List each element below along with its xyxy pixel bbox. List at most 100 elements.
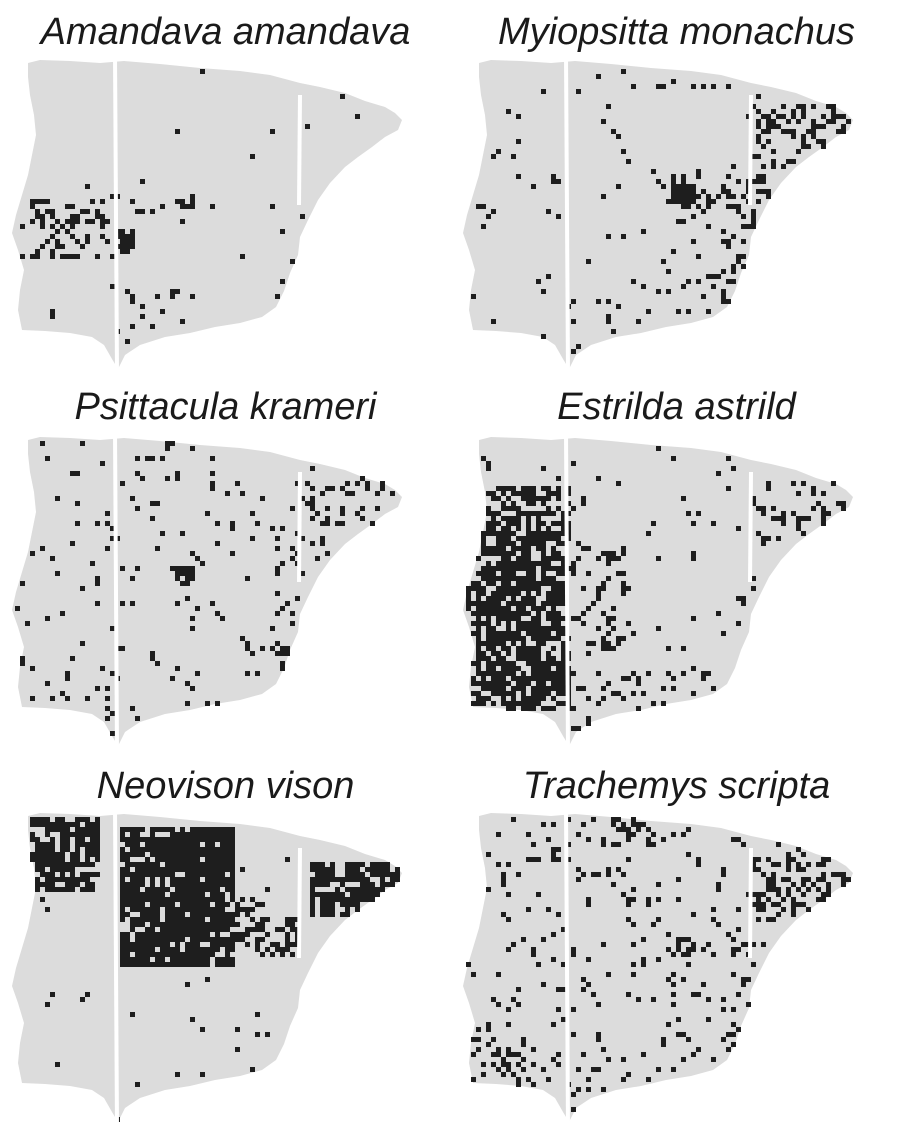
presence-cell <box>140 862 145 867</box>
presence-cell <box>541 601 546 606</box>
presence-cell <box>65 862 70 867</box>
presence-cell <box>325 486 330 491</box>
presence-cell <box>556 847 561 852</box>
presence-cells-psittacula <box>15 441 395 736</box>
presence-cell <box>185 832 190 837</box>
presence-cell <box>476 621 481 626</box>
presence-cell <box>581 621 586 626</box>
presence-cell <box>360 897 365 902</box>
presence-cell <box>631 942 636 947</box>
presence-cell <box>360 872 365 877</box>
presence-cell <box>491 526 496 531</box>
presence-cell <box>170 957 175 962</box>
presence-cell <box>661 701 666 706</box>
presence-cell <box>120 907 125 912</box>
presence-cell <box>190 877 195 882</box>
presence-cell <box>280 927 285 932</box>
presence-cell <box>300 496 305 501</box>
presence-cell <box>95 581 100 586</box>
presence-cell <box>476 601 481 606</box>
presence-cell <box>491 1037 496 1042</box>
presence-cell <box>230 827 235 832</box>
presence-cell <box>796 526 801 531</box>
presence-cell <box>125 887 130 892</box>
presence-cell <box>135 952 140 957</box>
presence-cell <box>310 902 315 907</box>
presence-cell <box>145 927 150 932</box>
presence-cell <box>55 1062 60 1067</box>
presence-cell <box>546 907 551 912</box>
presence-cell <box>35 877 40 882</box>
presence-cell <box>711 521 716 526</box>
presence-cell <box>75 862 80 867</box>
presence-cell <box>210 204 215 209</box>
presence-cell <box>85 832 90 837</box>
presence-cell <box>270 646 275 651</box>
presence-cell <box>230 526 235 531</box>
presence-cell <box>761 541 766 546</box>
presence-cell <box>516 114 521 119</box>
presence-cell <box>130 199 135 204</box>
presence-cell <box>586 641 591 646</box>
presence-cell <box>240 937 245 942</box>
presence-cell <box>686 947 691 952</box>
presence-cell <box>330 862 335 867</box>
presence-cell <box>621 586 626 591</box>
presence-cell <box>185 872 190 877</box>
presence-cell <box>561 641 566 646</box>
presence-cell <box>621 892 626 897</box>
presence-cell <box>175 666 180 671</box>
presence-cell <box>546 511 551 516</box>
presence-cell <box>501 872 506 877</box>
presence-cell <box>486 601 491 606</box>
presence-cell <box>661 84 666 89</box>
presence-cell <box>606 872 611 877</box>
presence-cell <box>801 877 806 882</box>
presence-cell <box>561 586 566 591</box>
presence-cell <box>230 862 235 867</box>
presence-cell <box>506 626 511 631</box>
presence-cell <box>170 872 175 877</box>
presence-cell <box>70 857 75 862</box>
presence-cell <box>556 486 561 491</box>
presence-cell <box>521 621 526 626</box>
presence-cell <box>120 847 125 852</box>
presence-cell <box>150 324 155 329</box>
panel-title-psittacula: Psittacula krameri <box>74 386 377 428</box>
presence-cell <box>85 852 90 857</box>
presence-cell <box>210 922 215 927</box>
presence-cell <box>65 696 70 701</box>
presence-cell <box>736 204 741 209</box>
presence-cell <box>120 912 125 917</box>
presence-cell <box>536 496 541 501</box>
presence-cell <box>501 546 506 551</box>
presence-cell <box>215 942 220 947</box>
presence-cell <box>786 119 791 124</box>
presence-cell <box>781 511 786 516</box>
presence-cell <box>516 591 521 596</box>
presence-cell <box>75 837 80 842</box>
presence-cell <box>195 947 200 952</box>
presence-cell <box>491 521 496 526</box>
presence-cell <box>491 319 496 324</box>
presence-cell <box>476 616 481 621</box>
presence-cell <box>516 1002 521 1007</box>
presence-cell <box>546 636 551 641</box>
presence-cell <box>255 942 260 947</box>
presence-cell <box>666 947 671 952</box>
presence-cell <box>180 932 185 937</box>
presence-cell <box>240 491 245 496</box>
presence-cell <box>551 646 556 651</box>
presence-cell <box>806 907 811 912</box>
presence-cell <box>65 219 70 224</box>
presence-cell <box>731 194 736 199</box>
presence-cell <box>626 827 631 832</box>
presence-cell <box>245 942 250 947</box>
presence-cell <box>811 882 816 887</box>
presence-cell <box>506 691 511 696</box>
presence-cell <box>686 199 691 204</box>
presence-cell <box>375 491 380 496</box>
presence-cell <box>160 957 165 962</box>
presence-cell <box>481 651 486 656</box>
presence-cell <box>210 882 215 887</box>
